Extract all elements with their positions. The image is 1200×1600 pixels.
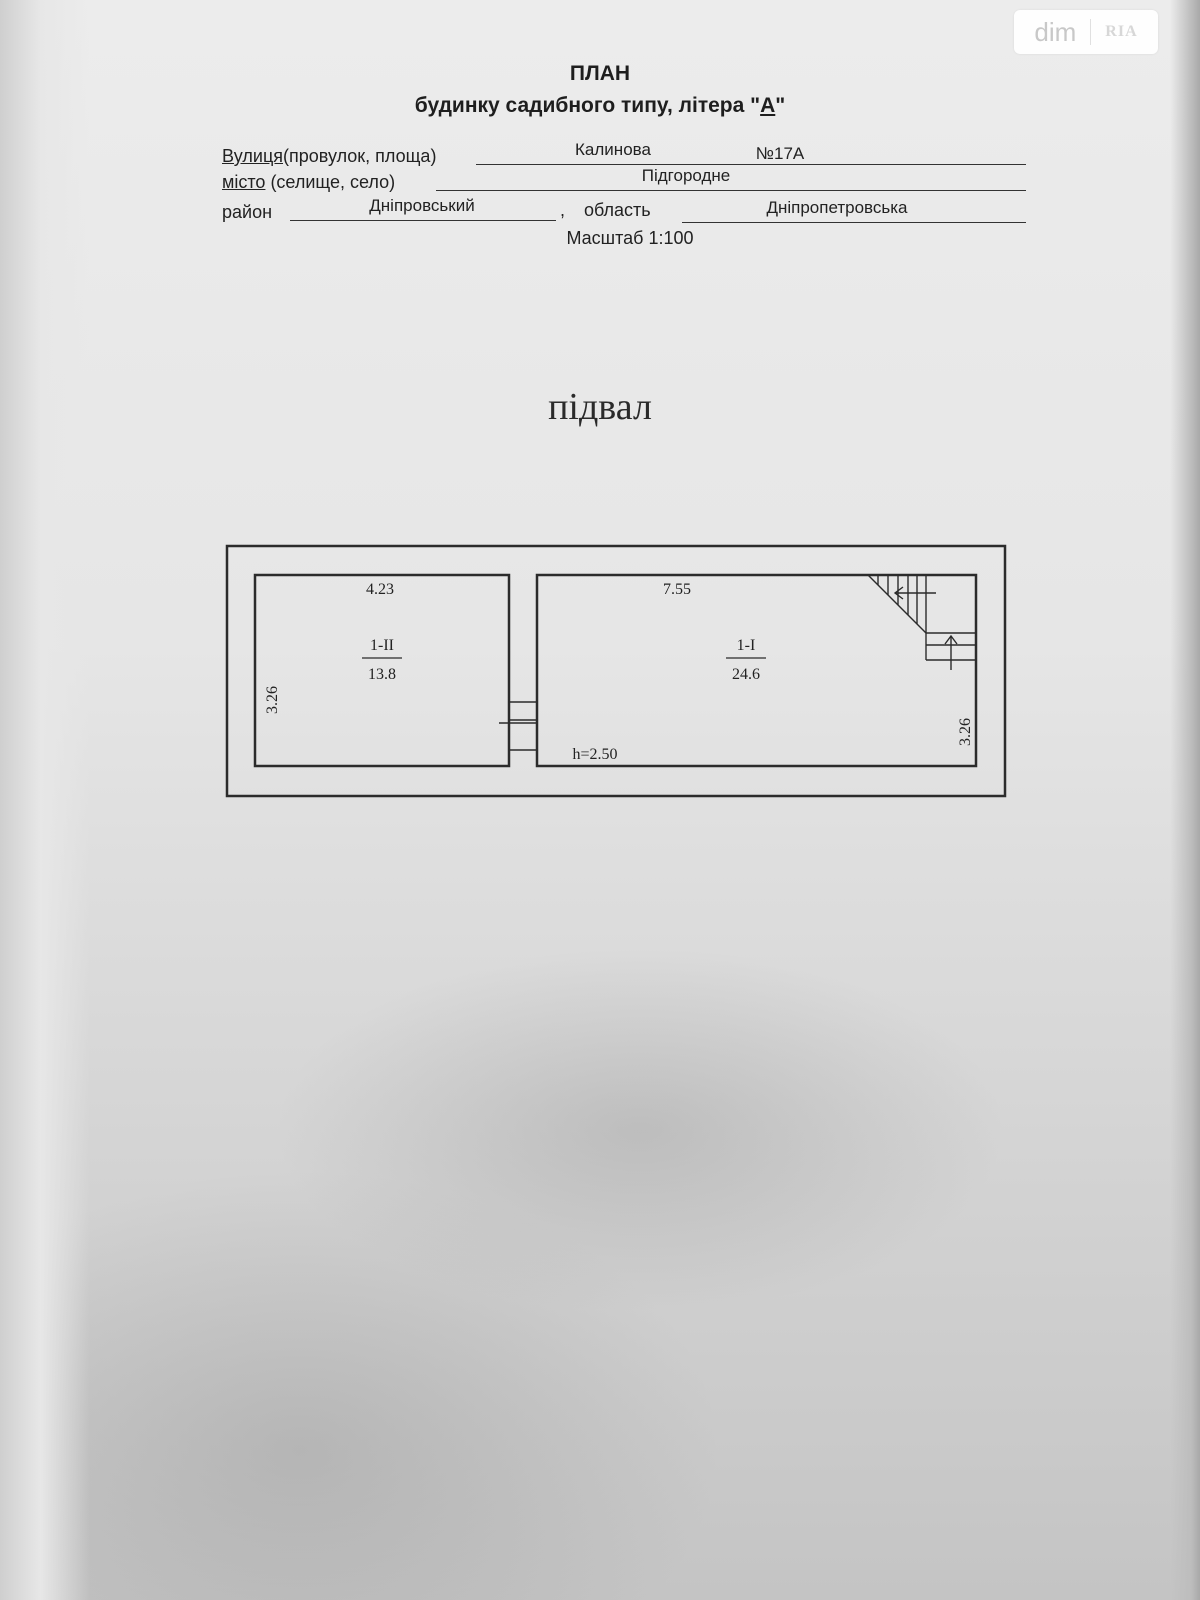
room-1-II-width: 3.26: [264, 686, 281, 714]
city-underline: [436, 190, 1026, 191]
stairs-symbol: [867, 574, 976, 670]
document-subtitle: будинку садибного типу, літера "А": [0, 94, 1200, 118]
region-underline: [682, 222, 1026, 223]
room-1-I-outline: [535, 573, 978, 768]
street-label: Вулиця(провулок, площа): [222, 146, 436, 167]
room-1-I-width: 3.26: [957, 718, 974, 746]
paper-left-shadow: [0, 0, 90, 1600]
dimria-watermark: dim RIA: [1014, 10, 1158, 54]
region-label: область: [584, 200, 651, 220]
room-1-II-length: 4.23: [366, 581, 394, 598]
city-value: Підгородне: [641, 166, 731, 185]
watermark-divider: [1090, 19, 1092, 45]
room-1-II-id: 1-II: [370, 637, 394, 654]
room-1-I-id: 1-I: [737, 637, 756, 654]
subtitle-suffix: ": [775, 94, 786, 117]
building-letter: А: [760, 94, 776, 117]
watermark-ria-text: RIA: [1105, 23, 1138, 40]
city-label-main: місто: [222, 172, 266, 192]
room-1-I-area: 24.6: [732, 666, 760, 683]
outer-wall: [225, 544, 1007, 798]
street-label-rest: (провулок, площа): [283, 146, 437, 166]
watermark-dim-text: dim: [1034, 16, 1077, 47]
street-value: Калинова: [575, 140, 651, 159]
ceiling-height: h=2.50: [572, 746, 617, 763]
room-1-I-length: 7.55: [663, 581, 691, 598]
district-value: Дніпровський: [369, 196, 475, 215]
floor-title: підвал: [548, 386, 652, 428]
city-label-rest: (селище, село): [265, 172, 396, 192]
comma-separator: ,: [560, 200, 566, 220]
subtitle-prefix: будинку садибного типу, літера ": [414, 94, 761, 117]
street-underline: [476, 164, 1026, 165]
house-number-value: №17А: [755, 144, 805, 163]
document-title: ПЛАН: [569, 62, 631, 85]
district-label: район: [222, 202, 273, 222]
region-value: Дніпропетровська: [766, 198, 908, 217]
room-1-II-area: 13.8: [368, 666, 396, 683]
district-underline: [290, 220, 556, 221]
paper-right-shadow: [1170, 0, 1200, 1600]
room-1-II-outline: [253, 573, 511, 768]
door-symbol: [499, 701, 537, 751]
city-label: місто (селище, село): [222, 172, 395, 193]
street-label-main: Вулиця: [222, 146, 284, 166]
scale-label: Масштаб 1:100: [566, 228, 694, 248]
